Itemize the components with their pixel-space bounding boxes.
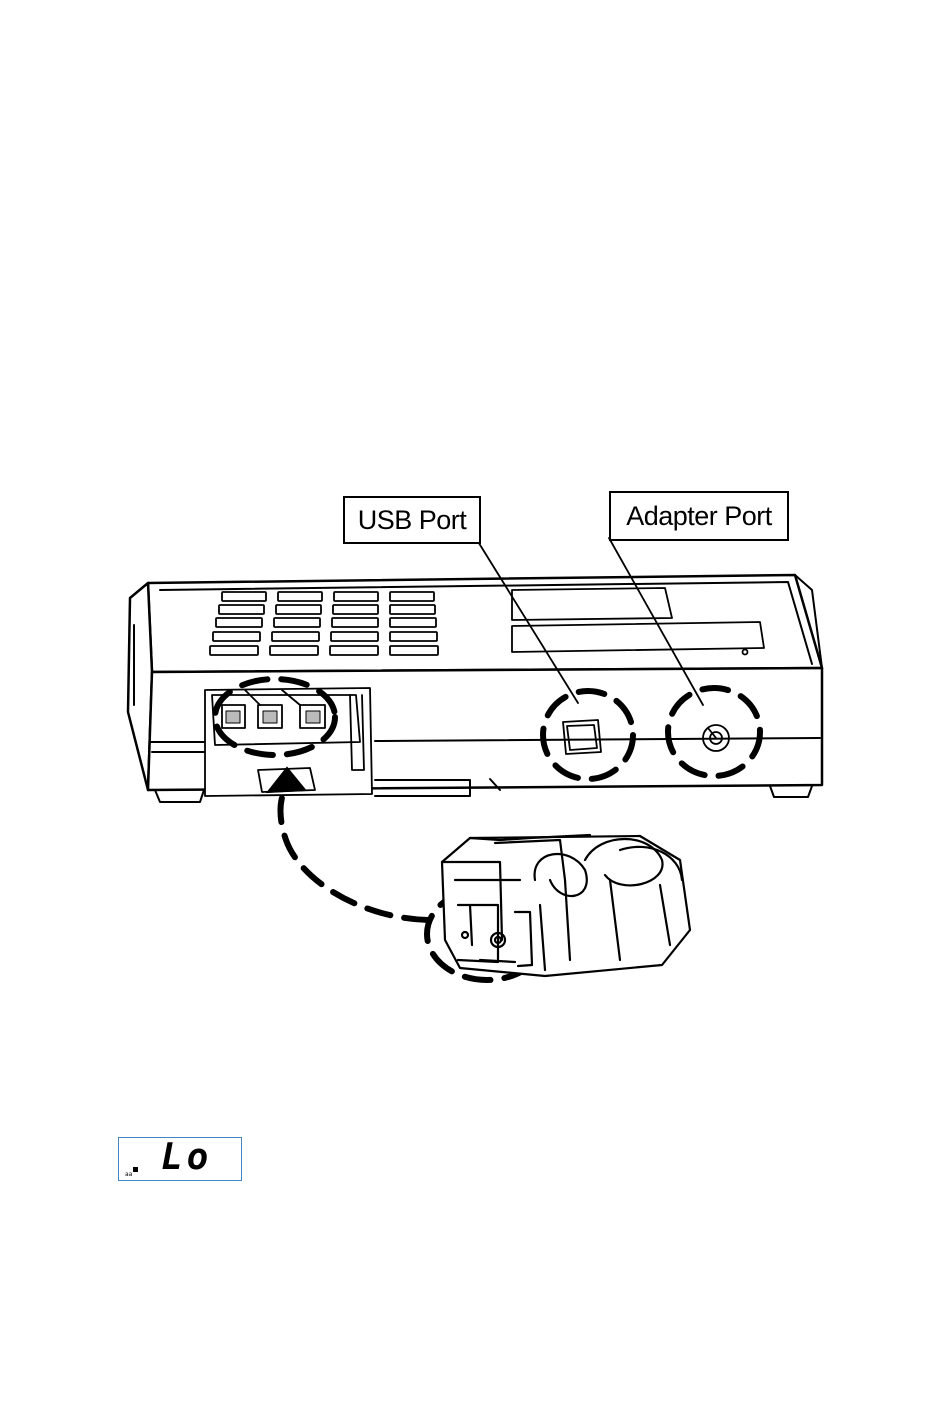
lcd-indicator-label: aa: [125, 1172, 132, 1178]
insertion-arrow-path: [281, 792, 429, 920]
usb-port-label: USB Port: [358, 507, 467, 534]
adapter-port-callout: Adapter Port: [609, 491, 789, 541]
lcd-display: aa Lo: [118, 1137, 242, 1181]
lcd-dot-indicator: [133, 1167, 138, 1172]
adapter-port-label: Adapter Port: [626, 503, 772, 530]
usb-port-callout: USB Port: [343, 496, 481, 544]
lcd-reading: Lo: [161, 1140, 212, 1176]
battery-pack: [442, 835, 690, 976]
